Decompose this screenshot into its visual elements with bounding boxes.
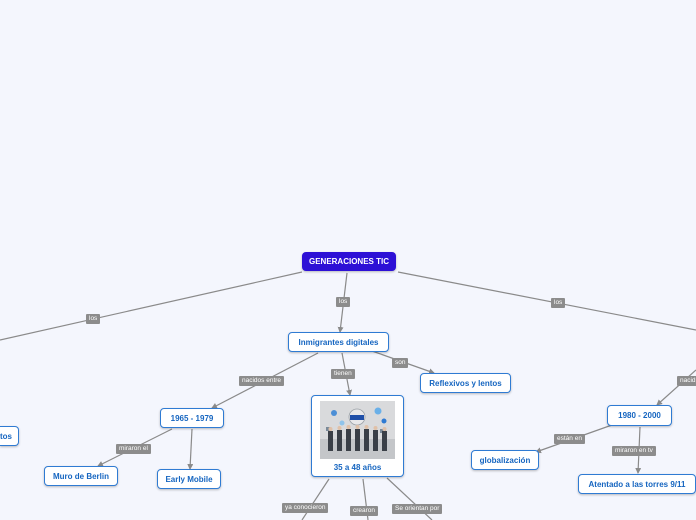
node-35-a-48-anios[interactable]: 35 a 48 años [311,395,404,477]
link-label-miraron-el: miraron el [116,444,151,454]
node-early-mobile[interactable]: Early Mobile [157,469,221,489]
root-node-text: GENERACIONES TIC [308,257,389,266]
link-label-los-right: los [551,298,566,308]
connector-right-1980 [656,369,696,406]
node-atentado-torres[interactable]: Atentado a las torres 9/11 [578,474,696,494]
link-label-los-mid: los [336,297,351,307]
node-early-mobile-text: Early Mobile [165,474,213,484]
node-inmigrantes-digitales[interactable]: Inmigrantes digitales [288,332,389,352]
node-reflexivos-y-lentos-text: Reflexivos y lentos [429,378,502,388]
node-globalizacion-text: globalización [479,455,531,465]
node-35-a-48-anios-text: 35 a 48 años [333,463,382,472]
node-globalizacion[interactable]: globalización [471,450,539,470]
connector-1965-early [187,428,194,470]
connector-edad-ya-conocieron [301,478,330,520]
link-label-nacidos-right: nacid [677,376,696,386]
link-label-se-orientan-por: Se orientan por [392,504,443,514]
node-inmigrantes-digitales-text: Inmigrantes digitales [298,337,379,347]
business-team-icon [320,401,395,459]
node-muro-de-berlin-text: Muro de Berlin [52,471,109,481]
link-label-ya-conocieron: ya conocieron [282,503,329,513]
link-label-miraron-en-tv: miraron en tv [612,446,656,456]
link-label-nacidos-entre: nacidos entre [239,376,285,386]
node-1980-2000[interactable]: 1980 - 2000 [607,405,672,426]
node-left-cut-text: tos [0,431,12,441]
connector-root-left [0,271,303,341]
node-left-cut[interactable]: tos [0,426,19,446]
link-label-son: son [392,358,409,368]
node-atentado-torres-text: Atentado a las torres 9/11 [588,479,686,489]
node-reflexivos-y-lentos[interactable]: Reflexivos y lentos [420,373,511,393]
link-label-estan-en: están en [554,434,585,444]
connector-root-right [397,271,696,331]
node-muro-de-berlin[interactable]: Muro de Berlin [44,466,118,486]
root-node[interactable]: GENERACIONES TIC [302,252,396,271]
node-1980-2000-text: 1980 - 2000 [618,411,661,420]
link-label-crearon: crearon [350,506,379,516]
link-label-tienen: tienen [331,369,355,379]
node-1965-1979[interactable]: 1965 - 1979 [160,408,224,428]
node-1965-1979-text: 1965 - 1979 [170,413,214,423]
link-label-los-left: los [86,314,101,324]
